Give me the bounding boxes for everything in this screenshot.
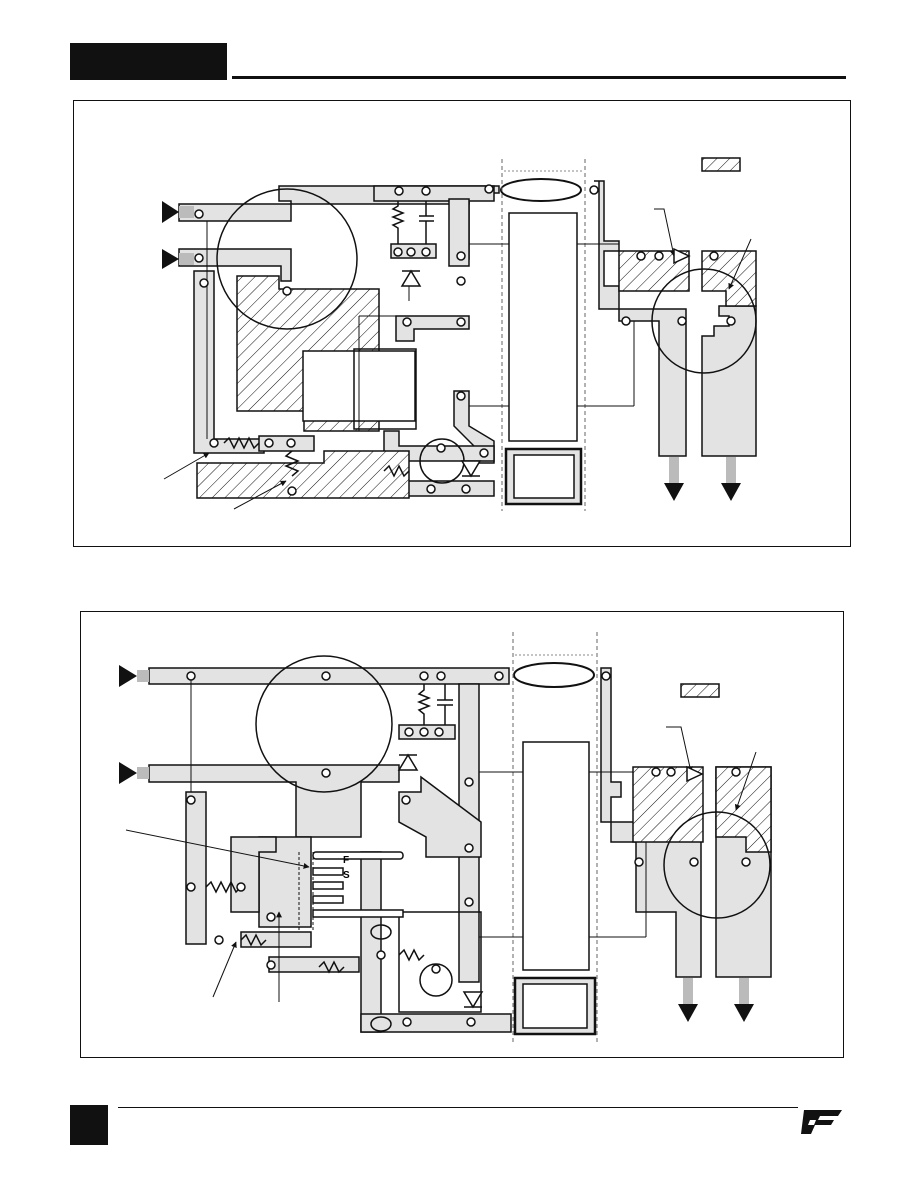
flow-triangle <box>673 247 691 265</box>
resistor-lower-left <box>223 436 260 450</box>
angled-trace <box>398 775 482 858</box>
callout-left-1 <box>163 452 210 480</box>
mid-trace <box>395 315 470 342</box>
callout-right-2 <box>734 751 757 811</box>
resistor-lower-2 <box>318 960 345 974</box>
resistor-top <box>390 201 406 244</box>
diode-top <box>397 753 419 771</box>
resistor-left <box>205 880 242 894</box>
callout-right-2 <box>728 238 752 290</box>
flow-triangle <box>686 765 704 783</box>
pad-oval-2 <box>370 1016 392 1032</box>
output-arrow-1 <box>678 1004 698 1022</box>
pin-f <box>312 851 404 860</box>
highlight-circle-left <box>216 188 358 330</box>
header-tab <box>70 43 227 80</box>
ic-overlay <box>353 348 417 430</box>
callout-left-2 <box>233 480 287 510</box>
input-arrow-1 <box>119 665 137 687</box>
pin-s <box>312 867 344 876</box>
pin-3 <box>312 881 344 890</box>
output-trace-left <box>594 180 687 457</box>
lower-trace-2 <box>268 956 360 973</box>
resistor-lower-1 <box>240 933 267 947</box>
lower-trace-3 <box>360 851 382 1033</box>
layout-diagram-top <box>73 100 851 547</box>
footer-page-tab <box>70 1105 108 1145</box>
lower-trace-5 <box>398 911 482 1013</box>
input-arrow-2 <box>162 249 179 269</box>
output-arrow-2 <box>734 1004 754 1022</box>
pin-5 <box>312 909 404 918</box>
callout-right-1 <box>654 208 676 257</box>
lower-trace-1 <box>240 931 312 948</box>
diode-bottom <box>460 460 482 478</box>
output-arrow-1 <box>664 483 684 501</box>
legend-hatch-swatch <box>680 683 720 698</box>
resistor-lower-3 <box>398 948 425 962</box>
output-arrow-2 <box>721 483 741 501</box>
hatched-pad-a <box>618 250 690 292</box>
callout-right-1 <box>666 726 693 773</box>
input-arrow-1 <box>162 201 179 223</box>
diode-bottom <box>462 991 484 1009</box>
right-angled-trace <box>453 390 495 464</box>
pin-label-s: S <box>343 870 350 881</box>
pin-4 <box>312 895 344 904</box>
legend-hatch-swatch <box>701 157 741 172</box>
left-rail <box>185 791 207 945</box>
hatched-pad-b <box>701 250 757 307</box>
input-arrow-2 <box>119 762 137 784</box>
highlight-circle-right <box>651 268 757 374</box>
callout-left-1 <box>125 829 310 869</box>
core-rect <box>522 741 590 971</box>
header-rule <box>232 76 846 79</box>
pcb-layout-bottom: F S <box>119 632 772 1042</box>
callout-left-2 <box>212 941 237 998</box>
hatched-plane-bottom <box>196 450 410 499</box>
resistor-top <box>416 684 432 725</box>
company-logo-icon <box>801 1110 842 1134</box>
output-trace-right <box>701 305 757 457</box>
ferrite-ellipse <box>513 662 595 688</box>
resistor-lower-mid <box>383 464 410 478</box>
pcb-layout-top <box>162 157 757 511</box>
pad-oval-1 <box>370 924 392 940</box>
ferrite-ellipse <box>500 178 582 202</box>
resistor-vertical <box>284 450 300 477</box>
highlight-circle-right <box>663 811 771 919</box>
highlight-circle-left <box>255 655 393 793</box>
layout-diagram-bottom: F S <box>80 611 844 1058</box>
vertical-drop <box>448 198 470 267</box>
diode-top <box>400 269 422 287</box>
pin-label-f: F <box>343 855 349 866</box>
highlight-circle-small <box>419 963 453 997</box>
footer-rule <box>118 1107 798 1108</box>
core-rect <box>508 212 578 442</box>
